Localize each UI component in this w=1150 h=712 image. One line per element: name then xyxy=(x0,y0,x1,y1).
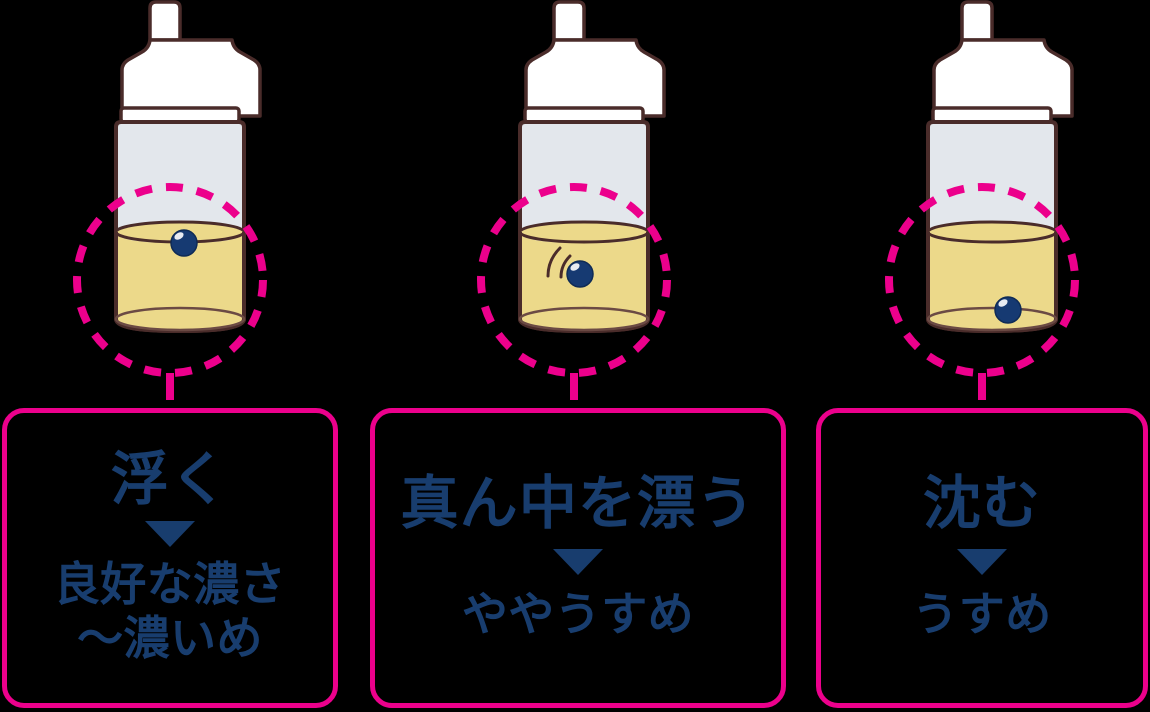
result-heading-sink: 沈む xyxy=(922,471,1042,537)
bottle-graphic-2 xyxy=(477,0,671,400)
highlight-circle-1 xyxy=(73,183,267,377)
bottle-graphic-3 xyxy=(885,0,1079,400)
result-card-float[interactable]: 浮く 良好な濃さ 〜濃いめ xyxy=(2,408,338,708)
result-detail-line-1: うすめ xyxy=(912,588,1052,641)
bottle-illustration-midway xyxy=(404,0,787,400)
result-detail-sink: うすめ xyxy=(912,587,1051,641)
result-detail-midway: ややうすめ xyxy=(462,587,694,641)
motion-lines-icon xyxy=(546,246,572,279)
highlight-circle-3 xyxy=(885,183,1079,377)
bottle-illustration-sink xyxy=(812,0,1150,400)
result-heading-float: 浮く xyxy=(110,447,230,513)
result-detail-float: 良好な濃さ 〜濃いめ xyxy=(54,557,286,666)
indicator-ball-2 xyxy=(566,260,594,288)
indicator-ball-3 xyxy=(994,296,1022,324)
arrow-down-icon-1 xyxy=(145,521,195,548)
highlight-circle-2 xyxy=(477,183,671,377)
bottle-graphic-1 xyxy=(73,0,267,400)
result-card-midway[interactable]: 真ん中を漂う ややうすめ xyxy=(370,408,786,708)
arrow-down-icon-3 xyxy=(957,549,1007,576)
result-detail-line-1: ややうすめ xyxy=(461,588,695,641)
result-detail-line-1: 良好な濃さ xyxy=(53,558,287,611)
arrow-down-icon-2 xyxy=(553,549,603,576)
result-heading-midway: 真ん中を漂う xyxy=(400,471,756,537)
bottle-illustration-float xyxy=(0,0,383,400)
result-detail-line-2: 〜濃いめ xyxy=(77,612,263,665)
indicator-ball-1 xyxy=(170,229,198,257)
result-card-sink[interactable]: 沈む うすめ xyxy=(816,408,1148,708)
